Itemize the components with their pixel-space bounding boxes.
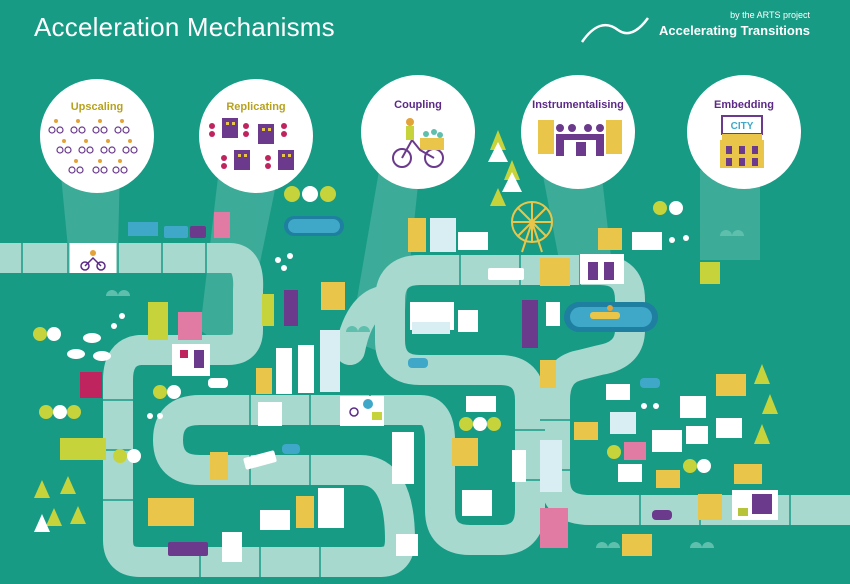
cyclist-heads	[54, 119, 132, 163]
bubble-label-embedding: Embedding	[714, 99, 774, 111]
bubble-label-upscaling: Upscaling	[71, 101, 124, 113]
brand-name: Accelerating Transitions	[659, 23, 810, 38]
bushes	[106, 230, 744, 548]
ferris-wheel	[511, 201, 553, 253]
lake	[564, 302, 658, 332]
pond	[284, 216, 344, 236]
page-title: Acceleration Mechanisms	[34, 12, 335, 42]
bubble-upscaling: Upscaling	[40, 79, 154, 193]
milestone-icons	[180, 262, 772, 516]
cows	[67, 333, 111, 361]
mechanism-bubbles: Upscaling Replicating	[40, 75, 801, 193]
city-hall-icon: CITY	[720, 115, 764, 168]
city-buildings	[60, 212, 762, 562]
meeting-icon	[538, 120, 622, 156]
flowers	[111, 235, 689, 419]
cyclists-icon	[48, 126, 138, 174]
start-tile-bicycle	[70, 243, 116, 273]
vehicles	[164, 226, 672, 556]
bubble-label-replicating: Replicating	[226, 101, 285, 113]
brand-byline: by the ARTS project	[730, 10, 810, 20]
trees	[33, 130, 778, 532]
replicated-buildings-icon	[209, 118, 294, 170]
bubble-instrumentalising: Instrumentalising	[521, 75, 635, 189]
brand-swoosh-icon	[580, 17, 650, 43]
bubble-label-coupling: Coupling	[394, 99, 442, 111]
bubble-label-instrumentalising: Instrumentalising	[532, 99, 624, 111]
brand-logo: by the ARTS project Accelerating Transit…	[580, 8, 810, 48]
bubble-embedding: Embedding CITY	[687, 75, 801, 189]
cargo-bike-icon	[392, 118, 444, 168]
city-sign-label: CITY	[731, 121, 754, 132]
bubble-replicating: Replicating	[199, 79, 313, 193]
bubble-coupling: Coupling	[361, 75, 475, 189]
